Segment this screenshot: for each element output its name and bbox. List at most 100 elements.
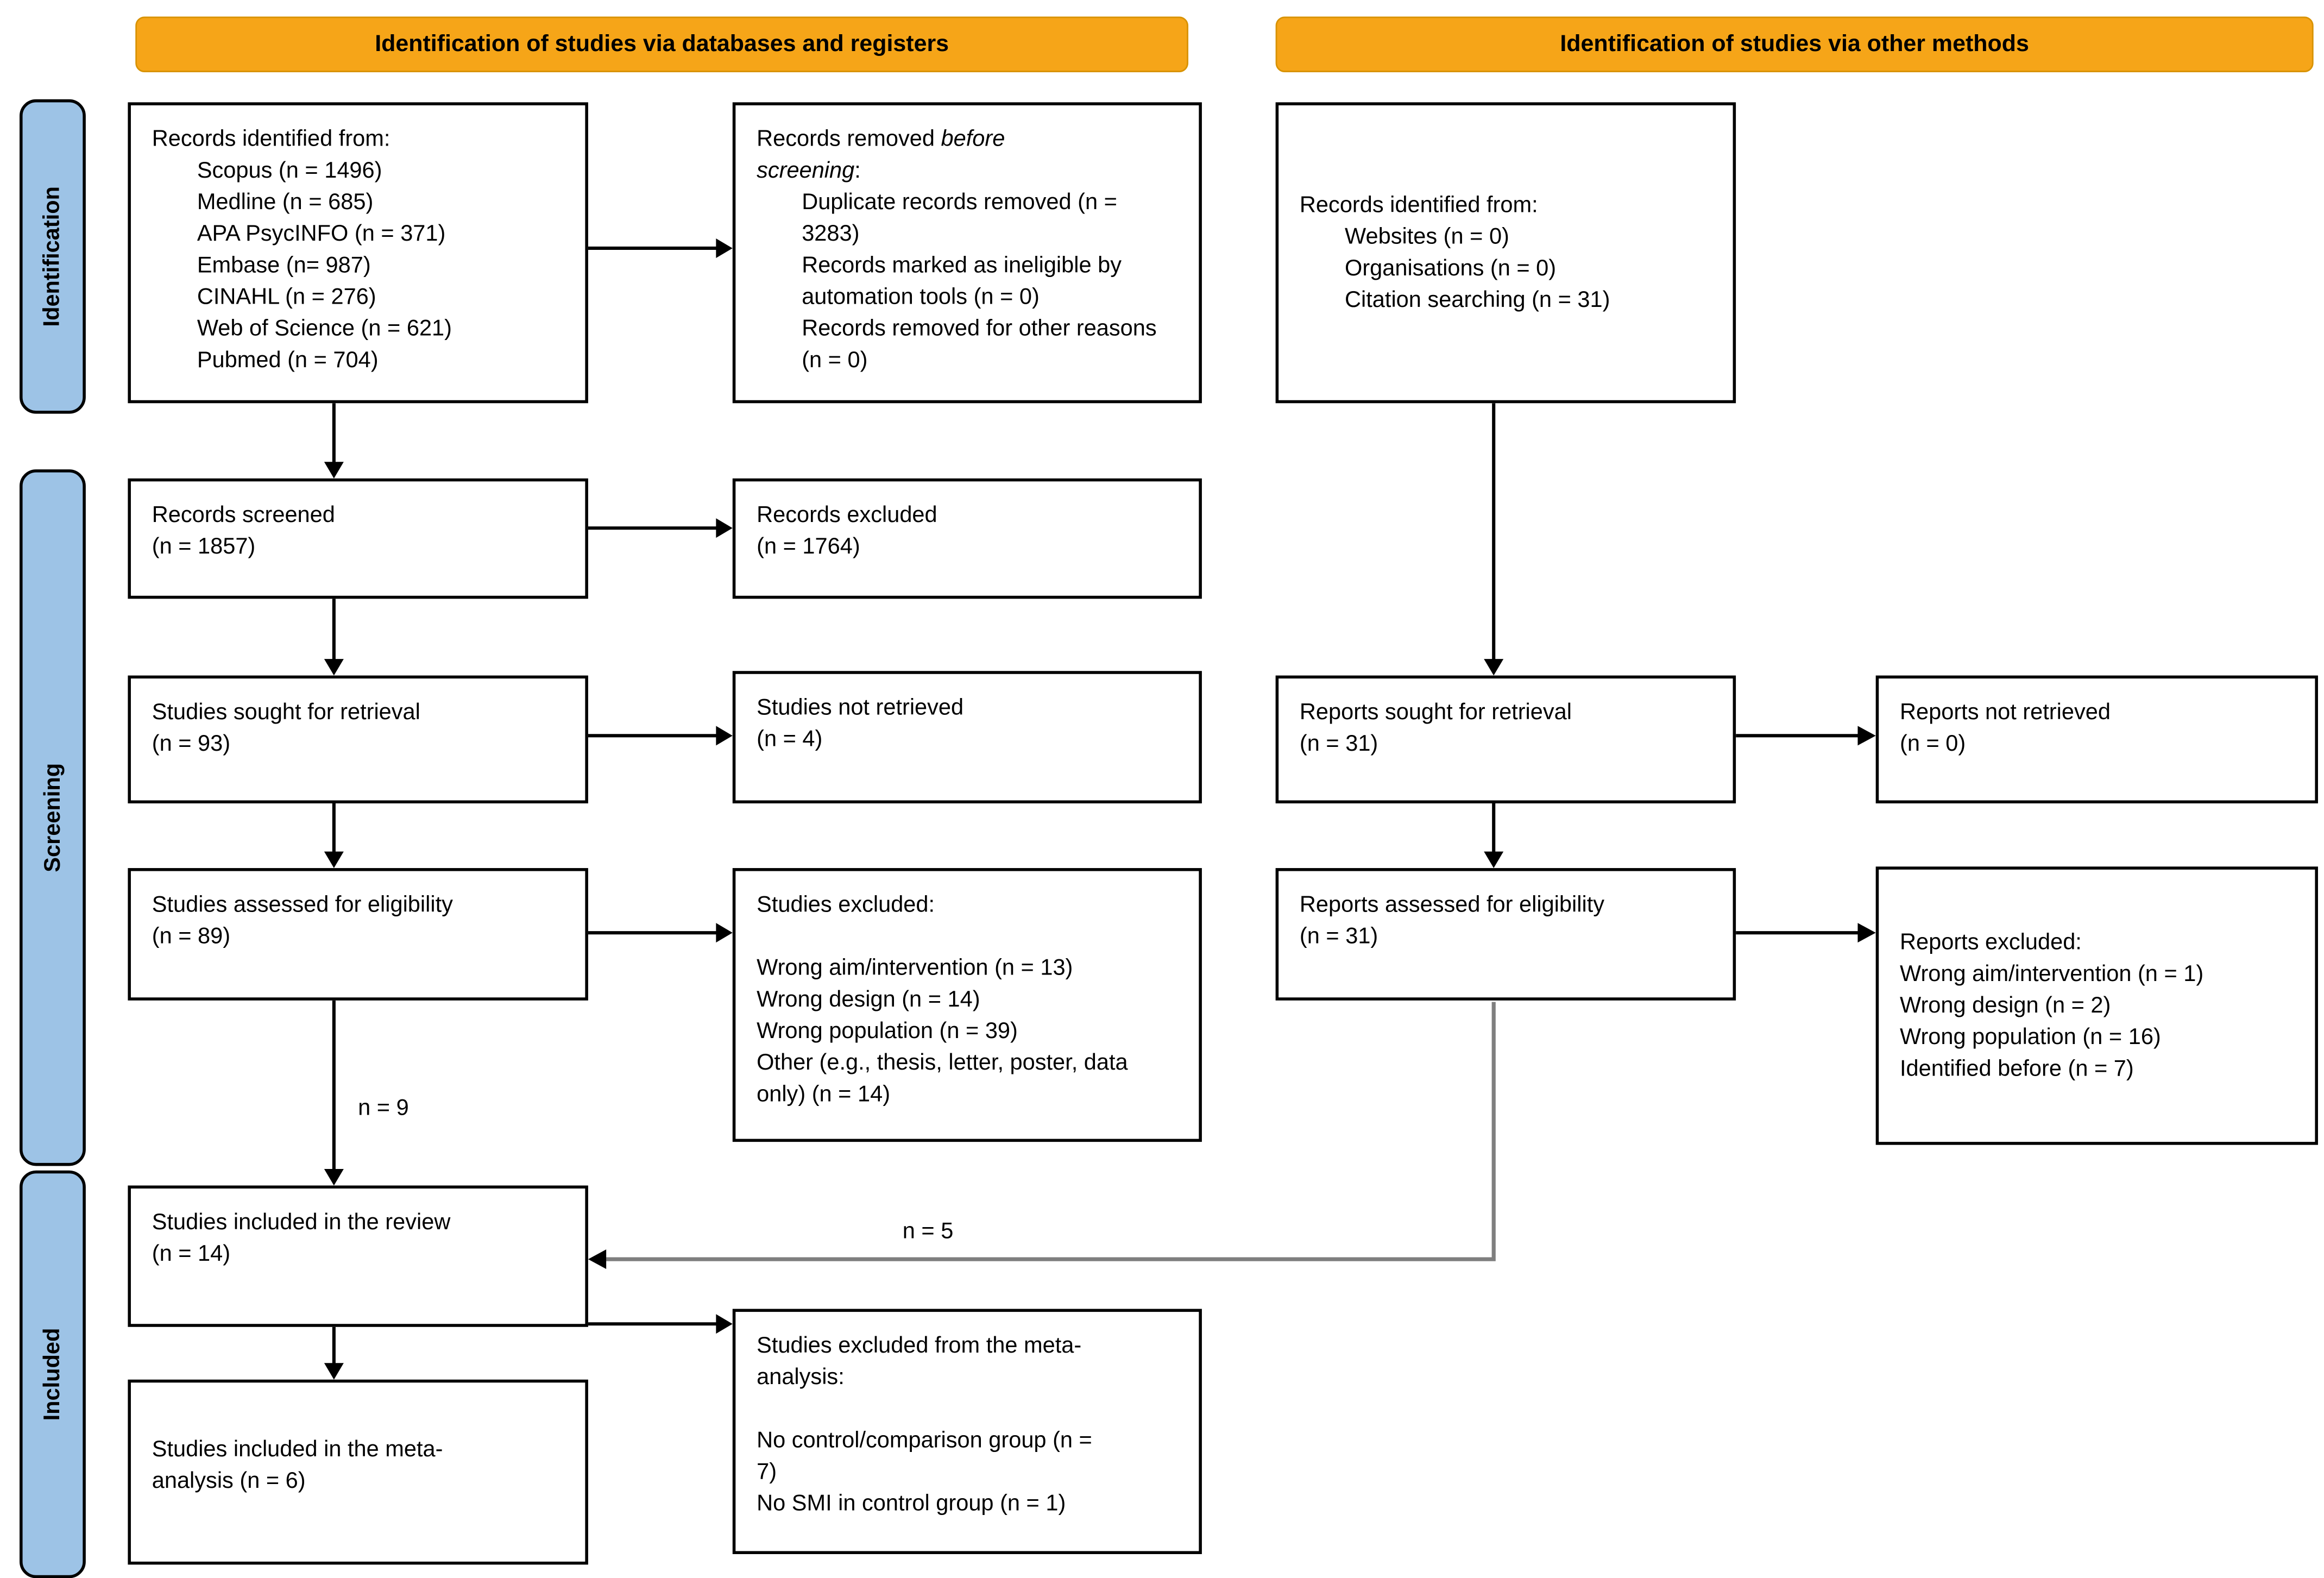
box-title: Records removed before screening:	[757, 123, 1075, 186]
arrow-reports-sought-to-not-retrieved	[1736, 726, 1876, 746]
box-studies-excluded-meta-analysis: Studies excluded from the meta-analysis:…	[732, 1309, 1202, 1554]
box-title: Records identified from:	[1299, 192, 1538, 218]
list-item: Websites (n = 0)	[1345, 224, 1509, 250]
box-count: (n = 4)	[757, 726, 823, 752]
arrow-reports-sought-to-assessed	[1484, 803, 1504, 869]
arrow-sought-to-not-retrieved	[588, 726, 733, 746]
list-item: Pubmed (n = 704)	[197, 347, 379, 373]
arrow-other-identified-to-reports-sought	[1484, 403, 1504, 676]
list-item: Wrong aim/intervention (n = 1)	[1900, 961, 2204, 987]
box-records-removed-before-screening: Records removed before screening: Duplic…	[732, 102, 1202, 404]
arrow-screened-to-excluded	[588, 518, 733, 538]
banner-other-label: Identification of studies via other meth…	[1560, 30, 2029, 56]
phase-included: Included	[20, 1170, 86, 1578]
box-reports-excluded: Reports excluded: Wrong aim/intervention…	[1875, 866, 2318, 1145]
list-item: No SMI in control group (n = 1)	[757, 1491, 1066, 1517]
box-title: Reports excluded:	[1900, 929, 2082, 955]
title-colon: :	[854, 158, 861, 184]
box-count: (n = 89)	[152, 923, 231, 950]
list-item: Organisations (n = 0)	[1345, 255, 1557, 281]
flow-count-n9: n = 9	[358, 1095, 409, 1121]
box-studies-excluded: Studies excluded: Wrong aim/intervention…	[732, 868, 1202, 1142]
box-records-identified-databases: Records identified from: Scopus (n = 149…	[128, 102, 588, 404]
box-label: Studies included in the review	[152, 1209, 451, 1235]
exclusion-reasons-list: Wrong aim/intervention (n = 13) Wrong des…	[757, 952, 1177, 1110]
box-records-excluded: Records excluded (n = 1764)	[732, 478, 1202, 599]
list-item: Scopus (n = 1496)	[197, 158, 382, 184]
arrow-review-to-meta	[324, 1326, 344, 1380]
box-studies-assessed-eligibility: Studies assessed for eligibility (n = 89…	[128, 868, 588, 1001]
box-label: Studies sought for retrieval	[152, 699, 420, 725]
box-label: Records screened	[152, 502, 335, 529]
list-item: Wrong design (n = 2)	[1900, 992, 2111, 1019]
box-count: (n = 14)	[152, 1241, 231, 1267]
box-count: (n = 1764)	[757, 534, 860, 560]
box-studies-sought-retrieval: Studies sought for retrieval (n = 93)	[128, 675, 588, 803]
database-list: Scopus (n = 1496) Medline (n = 685) APA Ps…	[197, 155, 564, 376]
box-records-identified-other: Records identified from: Websites (n = 0…	[1275, 102, 1736, 404]
arrow-review-to-excluded-meta	[588, 1314, 733, 1334]
box-count: (n = 31)	[1299, 923, 1378, 950]
box-reports-assessed-eligibility: Reports assessed for eligibility (n = 31…	[1275, 868, 1736, 1001]
spacer	[757, 1393, 1177, 1425]
title-normal: Records removed	[757, 126, 941, 152]
box-reports-not-retrieved: Reports not retrieved (n = 0)	[1875, 675, 2318, 803]
list-item: Wrong design (n = 14)	[757, 986, 980, 1013]
arrow-screened-to-sought	[324, 599, 344, 676]
list-item: No control/comparison group (n = 7)	[757, 1428, 1092, 1485]
list-item: Other (e.g., thesis, letter, poster, dat…	[757, 1050, 1128, 1108]
arrow-reports-assessed-to-review-n5	[588, 1002, 1496, 1269]
box-studies-included-meta-analysis: Studies included in the meta-analysis (n…	[128, 1379, 588, 1565]
phase-identification: Identification	[20, 99, 86, 414]
title-italic: before screening	[757, 126, 1005, 184]
box-title: Records identified from:	[152, 126, 391, 152]
removed-reasons-list: Duplicate records removed (n = 3283) Reco…	[802, 186, 1177, 376]
flow-count-n5: n = 5	[902, 1218, 954, 1244]
list-item: Citation searching (n = 31)	[1345, 287, 1610, 313]
meta-exclusion-reasons-list: No control/comparison group (n = 7) No SM…	[757, 1425, 1177, 1519]
arrow-assessed-to-studies-excluded	[588, 923, 733, 943]
box-label: Records excluded	[757, 502, 937, 529]
arrow-identified-to-screened	[324, 403, 344, 479]
box-title: Studies excluded from the meta-analysis:	[757, 1332, 1082, 1391]
arrow-sought-to-assessed	[324, 803, 344, 869]
box-count: (n = 31)	[1299, 731, 1378, 757]
banner-other-methods: Identification of studies via other meth…	[1275, 16, 2314, 72]
box-count: (n = 0)	[1900, 731, 1966, 757]
box-label: Studies assessed for eligibility	[152, 892, 453, 918]
list-item: CINAHL (n = 276)	[197, 284, 376, 310]
list-item: APA PsycINFO (n = 371)	[197, 221, 446, 247]
arrow-reports-assessed-to-excluded	[1736, 923, 1876, 943]
list-item: Embase (n= 987)	[197, 253, 371, 279]
list-item: Wrong population (n = 39)	[757, 1019, 1018, 1045]
box-count: (n = 93)	[152, 731, 231, 757]
list-item: Records marked as ineligible by automati…	[802, 253, 1122, 310]
box-count: (n = 1857)	[152, 534, 256, 560]
list-item: Medline (n = 685)	[197, 189, 374, 216]
box-label: Studies not retrieved	[757, 695, 964, 721]
list-item: Identified before (n = 7)	[1900, 1056, 2134, 1082]
list-item: Wrong aim/intervention (n = 13)	[757, 955, 1073, 981]
box-label: Studies included in the meta-analysis (n…	[152, 1436, 443, 1494]
box-label: Reports not retrieved	[1900, 699, 2111, 725]
box-records-screened: Records screened (n = 1857)	[128, 478, 588, 599]
list-item: Web of Science (n = 621)	[197, 316, 452, 342]
list-item: Duplicate records removed (n = 3283)	[802, 189, 1117, 247]
banner-databases-registers: Identification of studies via databases …	[135, 16, 1188, 72]
box-reports-sought-retrieval: Reports sought for retrieval (n = 31)	[1275, 675, 1736, 803]
list-item: Wrong population (n = 16)	[1900, 1024, 2161, 1051]
box-studies-included-review: Studies included in the review (n = 14)	[128, 1185, 588, 1327]
other-sources-list: Websites (n = 0) Organisations (n = 0) Cit…	[1345, 221, 1712, 316]
arrow-identified-to-removed	[588, 238, 733, 258]
box-label: Reports assessed for eligibility	[1299, 892, 1605, 918]
box-studies-not-retrieved: Studies not retrieved (n = 4)	[732, 671, 1202, 803]
box-label: Reports sought for retrieval	[1299, 699, 1572, 725]
banner-databases-label: Identification of studies via databases …	[375, 30, 949, 56]
arrow-assessed-to-review	[324, 1000, 344, 1186]
report-exclusion-reasons-list: Wrong aim/intervention (n = 1) Wrong desi…	[1900, 958, 2294, 1085]
spacer	[757, 921, 1177, 952]
phase-screening: Screening	[20, 469, 86, 1166]
box-title: Studies excluded:	[757, 892, 935, 918]
